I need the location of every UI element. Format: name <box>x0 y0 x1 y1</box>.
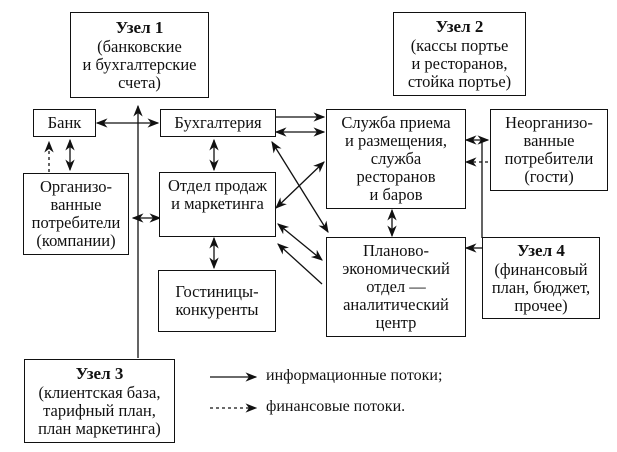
arrow-accounting-planning <box>271 141 329 233</box>
node-3-title: Узел 3 <box>75 364 124 383</box>
node-1-line: и бухгалтерские <box>82 55 197 74</box>
node-4-line: план, бюджет, <box>491 278 591 297</box>
node-1-line: (банковские <box>97 37 182 56</box>
node-3-line: (клиентская база, <box>38 383 161 402</box>
node-1-title: Узел 1 <box>115 18 164 37</box>
organized-consumers-box: Организо- ванные потребители (компании) <box>23 173 129 255</box>
node-1-box: Узел 1 (банковские и бухгалтерские счета… <box>70 12 209 98</box>
competitors-line: конкуренты <box>175 300 259 319</box>
node-3-line: план маркетинга) <box>38 419 161 438</box>
bank-box: Банк <box>33 109 96 137</box>
node-4-title: Узел 4 <box>517 241 565 260</box>
planning-line: экономический <box>342 259 450 278</box>
organized-line: ванные <box>50 195 102 214</box>
unorganized-consumers-box: Неорганизо- ванные потребители (гости) <box>490 109 608 191</box>
reception-line: Служба приема <box>341 113 451 132</box>
reception-box: Служба приема и размещения, служба ресто… <box>326 109 466 209</box>
node-4-line: (финансовый <box>494 260 588 279</box>
node-4-box: Узел 4 (финансовый план, бюджет, прочее) <box>482 237 600 319</box>
sales-line: и маркетинга <box>171 194 264 213</box>
competitors-box: Гостиницы- конкуренты <box>158 270 276 332</box>
planning-box: Планово- экономический отдел — аналитиче… <box>326 237 466 337</box>
sales-line: Отдел продаж <box>168 176 267 195</box>
arrow-sales-reception <box>275 161 325 209</box>
node-2-line: (кассы портье <box>410 36 509 55</box>
legend-info-label: информационные потоки; <box>266 367 443 384</box>
node-1-line: счета) <box>118 73 161 92</box>
legend-finance-label: финансовые потоки. <box>266 398 406 415</box>
node-2-line: и ресторанов, <box>411 54 508 73</box>
organized-line: (компании) <box>36 231 116 250</box>
planning-line: центр <box>375 313 417 332</box>
bank-label: Банк <box>47 113 82 132</box>
accounting-label: Бухгалтерия <box>174 113 262 132</box>
sales-marketing-box: Отдел продаж и маркетинга <box>159 172 276 237</box>
competitors-line: Гостиницы- <box>175 282 259 301</box>
accounting-box: Бухгалтерия <box>160 109 276 137</box>
node-3-line: тарифный план, <box>43 401 156 420</box>
reception-line: служба <box>370 149 422 168</box>
unorganized-line: Неорганизо- <box>505 113 593 132</box>
organized-line: потребители <box>31 213 121 232</box>
reception-line: и баров <box>369 185 423 204</box>
arrow-planning-sales <box>277 243 323 285</box>
node-2-box: Узел 2 (кассы портье и ресторанов, стойк… <box>393 12 526 96</box>
unorganized-line: (гости) <box>524 167 574 186</box>
node-4-line: прочее) <box>514 296 568 315</box>
planning-line: Планово- <box>363 241 429 260</box>
arrow-sales-planning <box>277 223 323 261</box>
organized-line: Организо- <box>39 177 113 196</box>
planning-line: аналитический <box>343 295 449 314</box>
unorganized-line: ванные <box>523 131 575 150</box>
reception-line: и размещения, <box>345 131 447 150</box>
node-2-title: Узел 2 <box>435 17 484 36</box>
node-2-line: стойка портье) <box>407 72 512 91</box>
node-3-box: Узел 3 (клиентская база, тарифный план, … <box>24 359 175 443</box>
planning-line: отдел — <box>366 277 426 296</box>
unorganized-line: потребители <box>504 149 594 168</box>
reception-line: ресторанов <box>356 167 436 186</box>
